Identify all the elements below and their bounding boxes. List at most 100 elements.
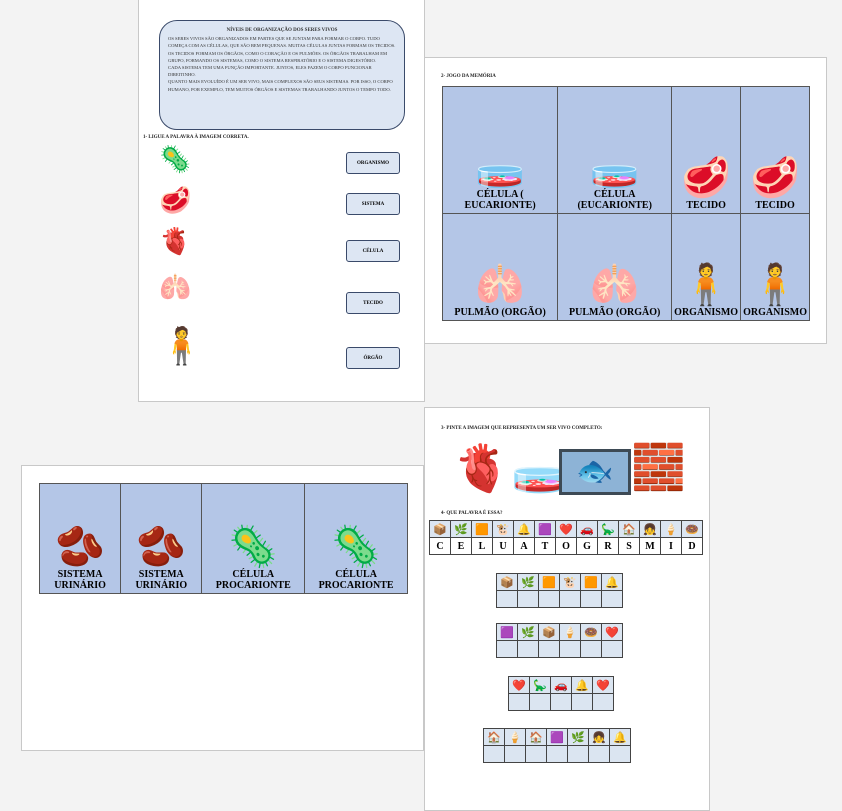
memory-card[interactable]: 🦠CÉLULA PROCARIONTE bbox=[304, 483, 408, 594]
answer-cell[interactable] bbox=[601, 590, 623, 608]
answer-cell[interactable] bbox=[538, 590, 560, 608]
answer-cell[interactable] bbox=[601, 640, 623, 658]
letter-cell: R bbox=[597, 537, 619, 555]
question-3: 3- PINTE A IMAGEM QUE REPRESENTA UM SER … bbox=[441, 426, 603, 431]
info-title: NÍVEIS DE ORGANIZAÇÃO DOS SERES VIVOS bbox=[226, 28, 338, 33]
label-orgao[interactable]: ÓRGÃO bbox=[346, 347, 400, 369]
icon-cell: 🍦 bbox=[504, 728, 526, 746]
page-levels: NÍVEIS DE ORGANIZAÇÃO DOS SERES VIVOS OS… bbox=[138, 0, 425, 402]
label-tecido[interactable]: TECIDO bbox=[346, 292, 400, 314]
letter-cell: A bbox=[513, 537, 535, 555]
memory-card[interactable]: 🥩TECIDO bbox=[740, 86, 810, 214]
memory-card[interactable]: 🧍ORGANISMO bbox=[671, 212, 742, 322]
letter-cell: S bbox=[618, 537, 640, 555]
answer-cell[interactable] bbox=[567, 745, 589, 763]
answer-cell[interactable] bbox=[517, 640, 539, 658]
letter-cell: T bbox=[534, 537, 556, 555]
answer-cell[interactable] bbox=[592, 693, 614, 711]
memory-card[interactable]: 🫘SISTEMA URINÁRIO bbox=[38, 483, 122, 594]
answer-cell[interactable] bbox=[538, 640, 560, 658]
icon-cell: 🟧 bbox=[471, 520, 493, 538]
memory-card[interactable]: 🧫CÉLULA ( EUCARIONTE) bbox=[441, 86, 559, 214]
memory-card[interactable]: 🫁PULMÃO (ORGÃO) bbox=[557, 212, 673, 322]
icon-cell: 🟪 bbox=[534, 520, 556, 538]
organs-image: 🫁 bbox=[159, 273, 192, 302]
letter-cell: E bbox=[450, 537, 472, 555]
answer-cell[interactable] bbox=[580, 640, 602, 658]
icon-cell: 🔔 bbox=[571, 676, 593, 694]
letter-cell: O bbox=[555, 537, 577, 555]
answer-cell[interactable] bbox=[496, 590, 518, 608]
memory-card[interactable]: 🥩TECIDO bbox=[671, 86, 742, 214]
letter-cell: U bbox=[492, 537, 514, 555]
memory-card[interactable]: 🧫CÉLULA (EUCARIONTE) bbox=[557, 86, 673, 214]
icon-cell: ❤️ bbox=[508, 676, 530, 694]
page-memory-2: 🫘SISTEMA URINÁRIO 🫘SISTEMA URINÁRIO 🦠CÉL… bbox=[21, 465, 424, 751]
letter-cell: L bbox=[471, 537, 493, 555]
icon-cell: 👧 bbox=[639, 520, 661, 538]
question-1: 1- LIGUE A PALAVRA À IMAGEM CORRETA. bbox=[143, 135, 249, 140]
answer-cell[interactable] bbox=[550, 693, 572, 711]
heart-image[interactable]: 🫀 bbox=[453, 443, 511, 494]
icon-cell: 🟧 bbox=[538, 573, 560, 591]
answer-cell[interactable] bbox=[559, 590, 581, 608]
icon-cell: ❤️ bbox=[592, 676, 614, 694]
icon-cell: 🍩 bbox=[580, 623, 602, 641]
question-2: 2- JOGO DA MEMÓRIA bbox=[441, 74, 496, 79]
answer-cell[interactable] bbox=[529, 693, 551, 711]
answer-cell[interactable] bbox=[508, 693, 530, 711]
label-celula[interactable]: CÉLULA bbox=[346, 240, 400, 262]
icon-cell: 🍦 bbox=[559, 623, 581, 641]
memory-card[interactable]: 🫁PULMÃO (ORGÃO) bbox=[441, 212, 559, 322]
letter-cell: M bbox=[639, 537, 661, 555]
answer-cell[interactable] bbox=[504, 745, 526, 763]
icon-cell: 🟧 bbox=[580, 573, 602, 591]
person-image: 🧍 bbox=[159, 326, 204, 366]
icon-cell: 🍩 bbox=[681, 520, 703, 538]
icon-cell: 🔔 bbox=[609, 728, 631, 746]
letter-cell: G bbox=[576, 537, 598, 555]
answer-cell[interactable] bbox=[517, 590, 539, 608]
memory-card[interactable]: 🦠CÉLULA PROCARIONTE bbox=[201, 483, 306, 594]
answer-cell[interactable] bbox=[588, 745, 610, 763]
answer-cell[interactable] bbox=[580, 590, 602, 608]
icon-cell: 👧 bbox=[588, 728, 610, 746]
icon-cell: 🐮 bbox=[559, 573, 581, 591]
cell-image[interactable]: 🧫 bbox=[511, 443, 569, 494]
icon-cell: 🏠 bbox=[618, 520, 640, 538]
icon-cell: 📦 bbox=[538, 623, 560, 641]
icon-cell: ❤️ bbox=[555, 520, 577, 538]
answer-cell[interactable] bbox=[571, 693, 593, 711]
icon-cell: 🌿 bbox=[450, 520, 472, 538]
answer-cell[interactable] bbox=[546, 745, 568, 763]
info-paragraph: OS SERES VIVOS SÃO ORGANIZADOS EM PARTES… bbox=[168, 36, 396, 63]
answer-cell[interactable] bbox=[559, 640, 581, 658]
icon-cell: 📦 bbox=[429, 520, 451, 538]
fish-image[interactable]: 🐟 bbox=[559, 449, 631, 495]
info-box: NÍVEIS DE ORGANIZAÇÃO DOS SERES VIVOS OS… bbox=[159, 20, 405, 130]
icon-cell: 🌿 bbox=[567, 728, 589, 746]
tissue-image[interactable]: 🧱 bbox=[631, 443, 686, 492]
cell-image: 🦠 bbox=[159, 145, 192, 174]
icon-cell: 🌿 bbox=[517, 573, 539, 591]
answer-cell[interactable] bbox=[483, 745, 505, 763]
word-grid: 📦🌿🟧🐮🟧🔔 bbox=[496, 573, 623, 608]
memory-grid: 🧫CÉLULA ( EUCARIONTE) 🧫CÉLULA (EUCARIONT… bbox=[441, 86, 810, 322]
question-4: 4- QUE PALAVRA É ESSA? bbox=[441, 511, 503, 516]
icon-cell: 🚗 bbox=[550, 676, 572, 694]
info-paragraph: CADA SISTEMA TEM UMA FUNÇÃO IMPORTANTE. … bbox=[168, 65, 372, 78]
memory-card[interactable]: 🧍ORGANISMO bbox=[740, 212, 810, 322]
icon-cell: 🍦 bbox=[660, 520, 682, 538]
label-organismo[interactable]: ORGANISMO bbox=[346, 152, 400, 174]
icon-cell: 📦 bbox=[496, 573, 518, 591]
icon-cell: 🟪 bbox=[546, 728, 568, 746]
icon-cell: 🌿 bbox=[517, 623, 539, 641]
tissue-image: 🥩 bbox=[159, 186, 192, 215]
answer-cell[interactable] bbox=[609, 745, 631, 763]
answer-cell[interactable] bbox=[525, 745, 547, 763]
icon-cell: 🔔 bbox=[601, 573, 623, 591]
answer-cell[interactable] bbox=[496, 640, 518, 658]
label-sistema[interactable]: SISTEMA bbox=[346, 193, 400, 215]
memory-card[interactable]: 🫘SISTEMA URINÁRIO bbox=[120, 483, 203, 594]
